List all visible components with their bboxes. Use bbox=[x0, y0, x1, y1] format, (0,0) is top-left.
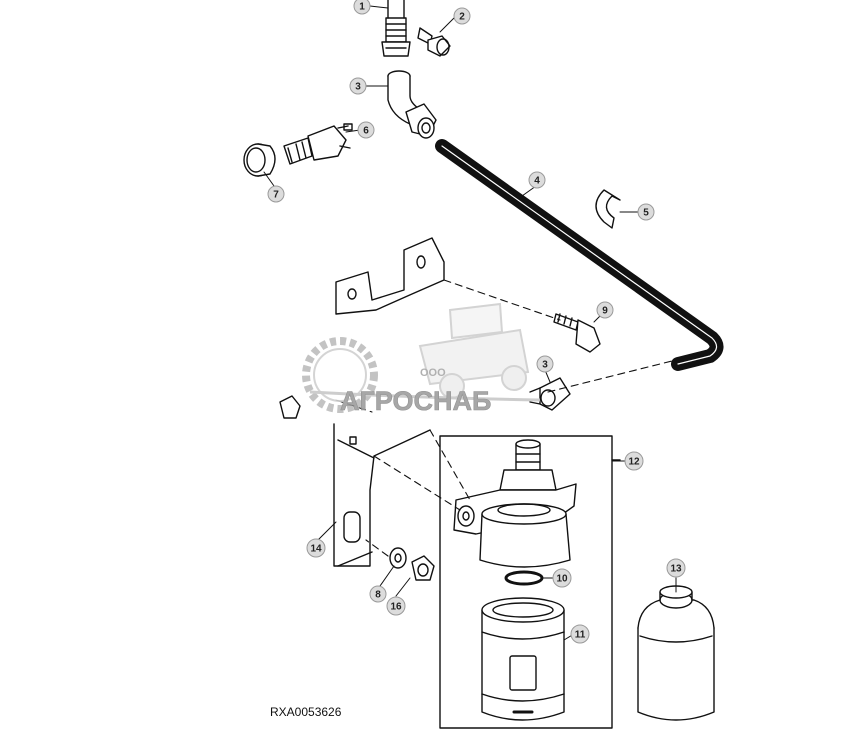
part-7-cap bbox=[243, 143, 276, 177]
callout-13: 13 bbox=[666, 558, 686, 578]
part-1-fitting bbox=[381, 0, 411, 57]
callout-5: 5 bbox=[637, 203, 655, 221]
callout-number: 14 bbox=[310, 544, 322, 555]
part-4-hose bbox=[435, 139, 724, 371]
assembly-lines bbox=[335, 279, 677, 557]
callout-12: 12 bbox=[624, 451, 644, 471]
callout-number: 7 bbox=[273, 190, 279, 201]
callout-number: 10 bbox=[556, 574, 568, 585]
part-9-bolt bbox=[553, 313, 601, 353]
callout-number: 5 bbox=[643, 208, 649, 219]
part-3-fitting-lower bbox=[529, 377, 571, 411]
callout-8: 8 bbox=[369, 585, 387, 603]
callout-14: 14 bbox=[306, 538, 326, 558]
callout-number: 11 bbox=[575, 630, 586, 641]
agrosnab-watermark: ООО АГРОСНАБ bbox=[302, 302, 541, 416]
part-8-washer bbox=[389, 547, 407, 569]
part-2-fitting bbox=[417, 27, 451, 57]
watermark-small-text: ООО bbox=[420, 367, 446, 379]
callout-10: 10 bbox=[552, 568, 572, 588]
callout-16: 16 bbox=[386, 596, 406, 616]
callout-number: 1 bbox=[359, 2, 365, 13]
left-nut bbox=[279, 395, 301, 419]
callout-1: 1 bbox=[353, 0, 371, 15]
callout-number: 8 bbox=[375, 590, 381, 601]
part-5-clip bbox=[595, 189, 621, 229]
callout-3: 3 bbox=[536, 355, 554, 373]
part-6-connector bbox=[283, 123, 353, 165]
part-10-oring bbox=[504, 570, 544, 586]
callout-number: 9 bbox=[602, 306, 608, 317]
callout-9: 9 bbox=[596, 301, 614, 319]
part-3-elbow bbox=[387, 70, 437, 139]
callout-3: 3 bbox=[349, 77, 367, 95]
callout-11: 11 bbox=[570, 624, 590, 644]
callout-7: 7 bbox=[267, 185, 285, 203]
figure-reference: RXA0053626 bbox=[270, 705, 342, 719]
callout-number: 4 bbox=[534, 176, 540, 187]
part-11-filter bbox=[481, 597, 565, 721]
callout-4: 4 bbox=[528, 171, 546, 189]
part-13-filter bbox=[637, 585, 715, 721]
callout-number: 3 bbox=[355, 82, 361, 93]
callout-2: 2 bbox=[453, 7, 471, 25]
callout-number: 12 bbox=[628, 457, 640, 468]
callout-number: 13 bbox=[670, 564, 682, 575]
leader-lines bbox=[263, 5, 677, 641]
callout-number: 3 bbox=[542, 360, 548, 371]
callout-number: 2 bbox=[459, 12, 465, 23]
callout-number: 16 bbox=[390, 602, 402, 613]
callout-number: 6 bbox=[363, 126, 369, 137]
watermark-main-text: АГРОСНАБ bbox=[340, 386, 491, 416]
callout-6: 6 bbox=[357, 121, 375, 139]
part-14-bracket bbox=[333, 237, 445, 567]
filter-head bbox=[453, 439, 577, 568]
part-12-frame bbox=[439, 435, 621, 729]
part-16-nut bbox=[411, 555, 435, 581]
